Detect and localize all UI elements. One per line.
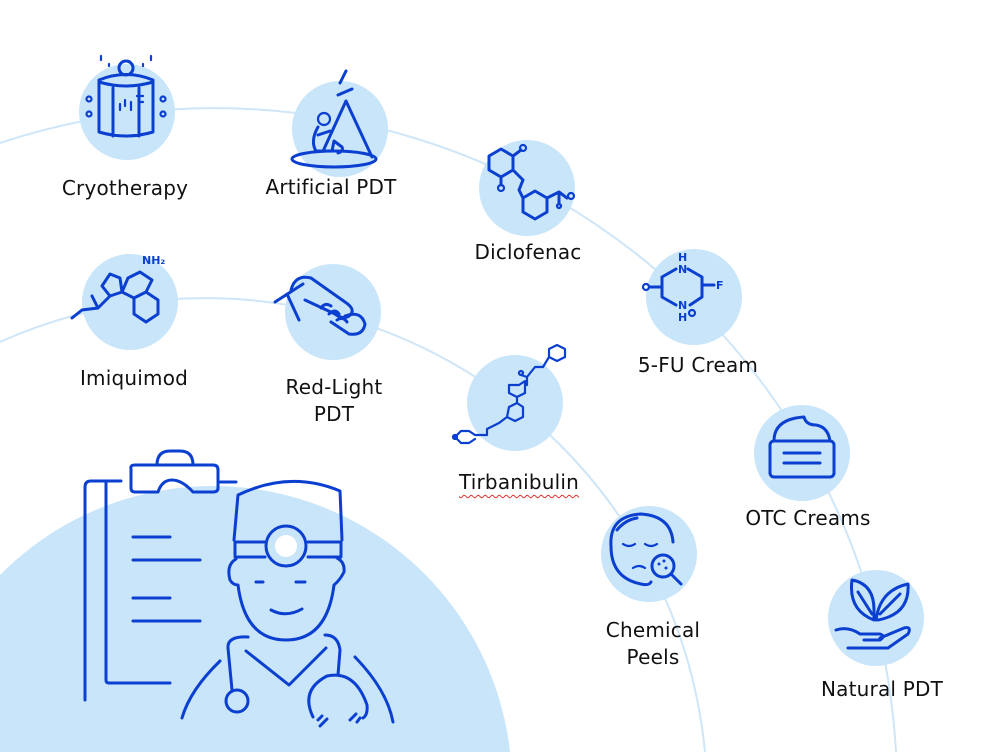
red-light-pdt-label-line1: Red-Light: [285, 375, 383, 399]
5fu-node[interactable]: N H N H F: [641, 249, 742, 345]
natural-pdt-label: Natural PDT: [820, 677, 944, 701]
diclofenac-label: Diclofenac: [474, 240, 582, 264]
chemical-peels-node[interactable]: [601, 506, 697, 602]
svg-text:NH₂: NH₂: [142, 254, 165, 267]
tirbanibulin-molecule-icon: [451, 343, 567, 445]
imiquimod-node[interactable]: NH₂: [70, 254, 178, 350]
svg-text:N: N: [678, 299, 687, 312]
svg-text:N: N: [678, 263, 687, 276]
otc-creams-label: OTC Creams: [745, 506, 871, 530]
svg-text:H: H: [678, 251, 687, 264]
light-wand-hand-icon: [273, 275, 367, 336]
outer-arc: [0, 107, 897, 752]
doctor-backdrop-circle: [0, 486, 510, 752]
diclofenac-node[interactable]: [479, 140, 576, 236]
otc-creams-node[interactable]: [754, 405, 850, 501]
cryotherapy-label: Cryotherapy: [61, 176, 189, 200]
svg-text:F: F: [716, 279, 724, 292]
lamp-person-icon: [290, 69, 378, 169]
svg-text:H: H: [678, 311, 687, 324]
artificial-pdt-label: Artificial PDT: [265, 175, 397, 199]
red-light-pdt-node[interactable]: [273, 264, 381, 360]
chemical-peels-label: Chemical Peels: [606, 617, 700, 671]
artificial-pdt-node[interactable]: [290, 69, 388, 177]
doctor-icon: [180, 479, 395, 728]
leaf-hand-icon: [834, 578, 911, 650]
diclofenac-molecule-icon: [487, 143, 576, 221]
cryotherapy-node[interactable]: [79, 54, 175, 160]
5fu-label: 5-FU Cream: [637, 353, 759, 377]
red-light-pdt-label: Red-Light PDT: [286, 374, 383, 428]
tirbanibulin-node[interactable]: [451, 343, 567, 451]
imiquimod-label: Imiquimod: [79, 366, 189, 390]
fluorouracil-molecule-icon: N H N H F: [641, 251, 724, 324]
tirbanibulin-label: Tirbanibulin: [458, 470, 580, 494]
chemical-peels-label-line2: Peels: [626, 645, 680, 669]
cryo-chamber-icon: [85, 54, 167, 138]
red-light-pdt-label-line2: PDT: [313, 402, 355, 426]
cream-jar-icon: [768, 415, 836, 479]
natural-pdt-node[interactable]: [828, 570, 924, 666]
face-magnifier-icon: [609, 512, 683, 587]
doctor-clipboard-icon: [83, 449, 238, 702]
imiquimod-molecule-icon: NH₂: [70, 254, 165, 324]
chemical-peels-label-line1: Chemical: [605, 618, 701, 642]
